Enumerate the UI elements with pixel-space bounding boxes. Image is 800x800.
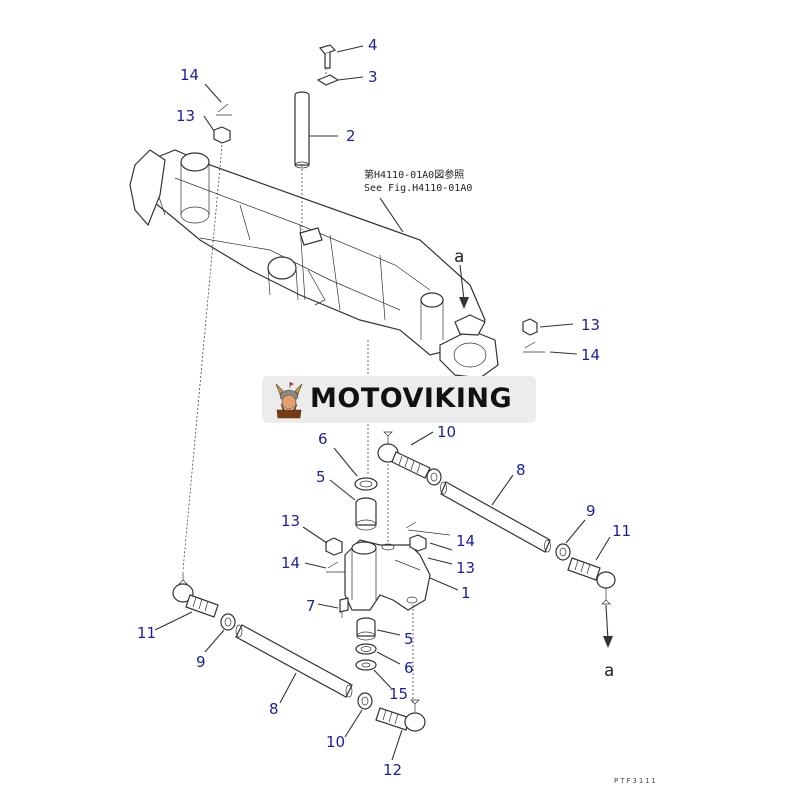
callout-13-right: 13 — [581, 316, 600, 334]
grease-fitting-7 — [339, 597, 349, 618]
callout-3: 3 — [368, 68, 378, 86]
callout-2: 2 — [346, 127, 356, 145]
callout-5-bottom: 5 — [404, 630, 414, 648]
nut-10-bottom — [357, 692, 373, 710]
callout-13-left: 13 — [281, 512, 300, 530]
callout-9-right: 9 — [586, 502, 596, 520]
callout-13-top: 13 — [176, 107, 195, 125]
arrow-label-top: a — [454, 247, 464, 267]
callout-11-right: 11 — [612, 522, 631, 540]
nut-10-top — [426, 468, 442, 486]
callout-10-top: 10 — [437, 423, 456, 441]
pin-2 — [294, 91, 310, 169]
tie-rod-end-right — [567, 557, 616, 605]
nut-13-crank-left — [325, 537, 343, 556]
callout-1: 1 — [461, 584, 471, 602]
callout-9-left: 9 — [196, 653, 206, 671]
drawing-code: PTF3111 — [614, 777, 658, 785]
brand-name: MOTOVIKING — [310, 383, 513, 414]
tube-8-top — [440, 481, 551, 553]
tie-rod-end-top — [377, 431, 431, 479]
callout-14-left: 14 — [281, 554, 300, 572]
callout-14-top: 14 — [180, 66, 199, 84]
tube-8-bottom — [235, 624, 353, 698]
callout-10-bottom: 10 — [326, 733, 345, 751]
washer-15 — [355, 659, 377, 671]
callout-6-top: 6 — [318, 430, 328, 448]
bushing-5-bottom — [356, 617, 376, 641]
bushing-5-top — [355, 497, 377, 531]
callout-6-bottom: 6 — [404, 659, 414, 677]
bolt-4 — [318, 44, 337, 69]
axle-housing — [129, 149, 499, 379]
arrow-label-bottom: a — [604, 661, 614, 681]
viking-mascot-icon — [275, 382, 303, 419]
nut-13-crank-right — [409, 534, 427, 552]
callout-13-center: 13 — [456, 559, 475, 577]
nut-9-right — [555, 543, 571, 561]
tie-rod-end-left — [172, 572, 219, 618]
callout-14-center: 14 — [456, 532, 475, 550]
nut-9-left — [220, 613, 236, 631]
callout-11-left: 11 — [137, 624, 156, 642]
nut-13-top — [213, 126, 231, 144]
callout-5-top: 5 — [316, 468, 326, 486]
callout-12: 12 — [383, 761, 402, 779]
reference-note-jp: 第H4110-01A0図参照 — [364, 168, 464, 181]
callout-15: 15 — [389, 685, 408, 703]
reference-note-en: See Fig.H4110-01A0 — [364, 183, 472, 194]
bell-crank-1 — [344, 539, 431, 611]
callout-8-bottom: 8 — [269, 700, 279, 718]
callout-7: 7 — [306, 597, 316, 615]
callout-4: 4 — [368, 36, 378, 54]
seal-6-top — [354, 477, 378, 491]
plate-3 — [316, 74, 340, 86]
callout-8-top: 8 — [516, 461, 526, 479]
nut-13-right — [522, 318, 538, 336]
tie-rod-end-12 — [375, 699, 426, 732]
seal-6-bottom — [355, 643, 377, 655]
brand-watermark: MOTOVIKING — [262, 376, 536, 423]
callout-14-right: 14 — [581, 346, 600, 364]
